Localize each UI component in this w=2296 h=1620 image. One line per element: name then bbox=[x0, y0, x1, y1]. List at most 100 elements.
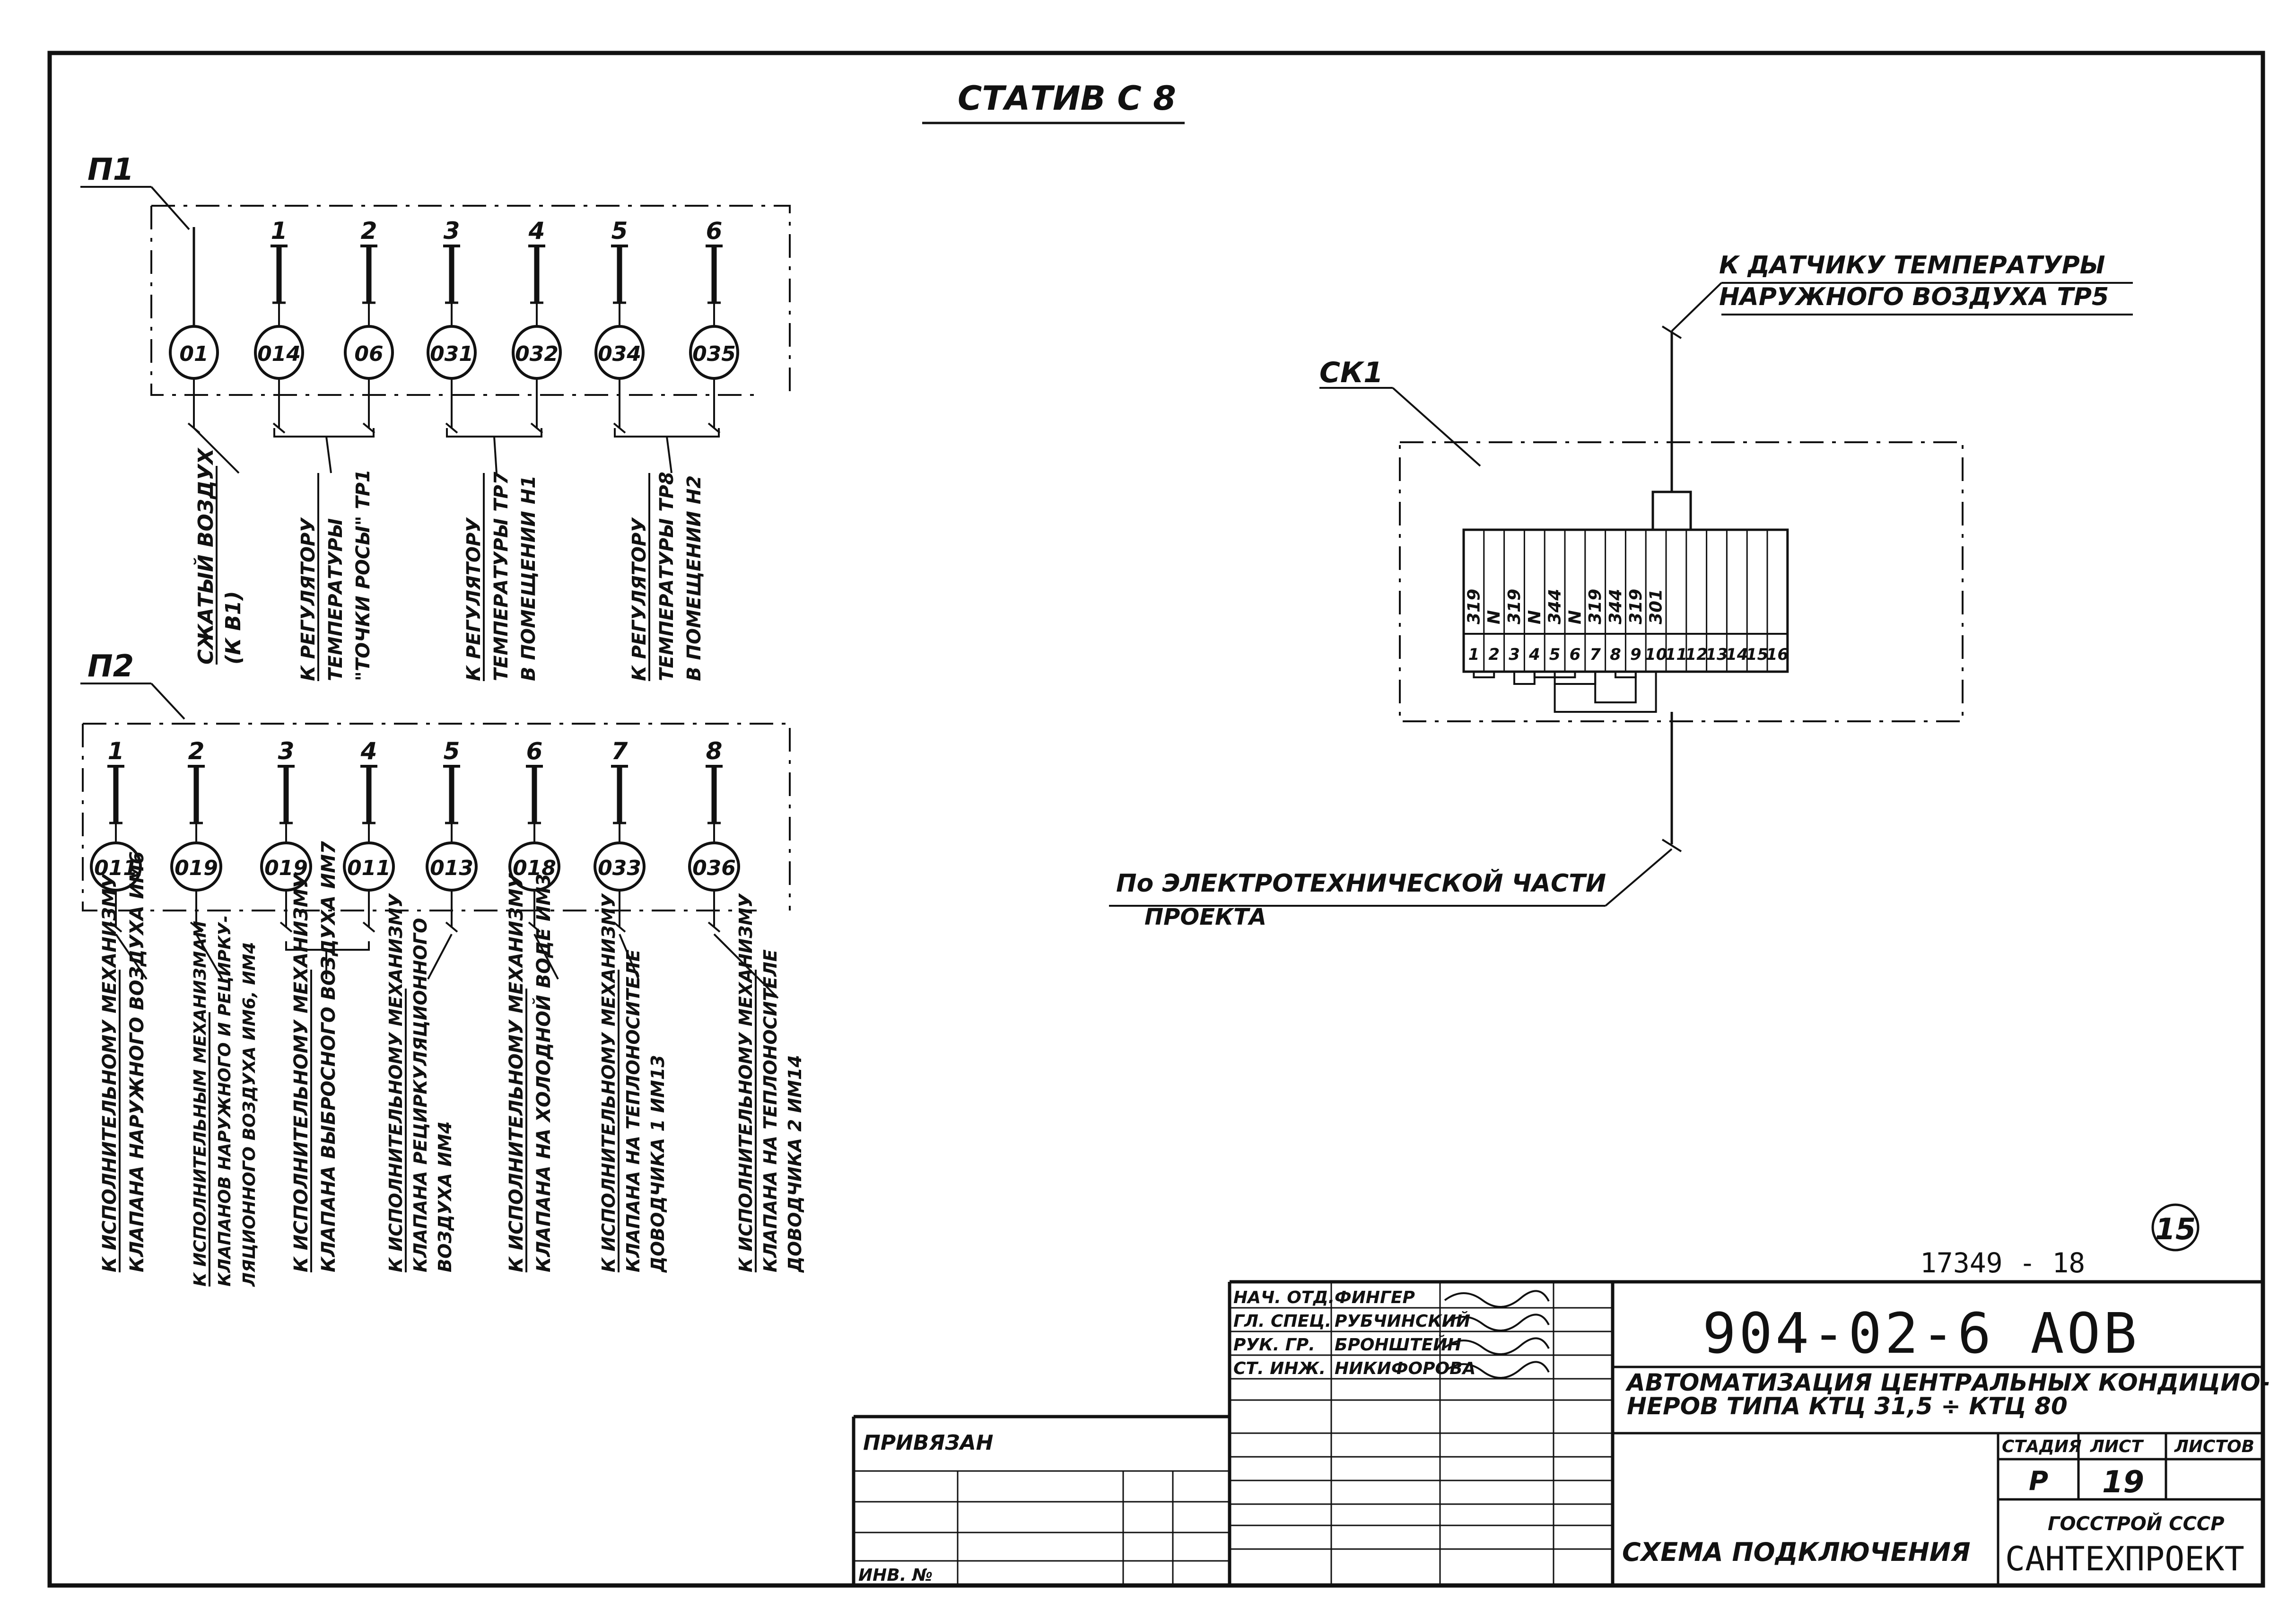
p1-wire-number: 034 bbox=[598, 342, 641, 366]
strip-terminal-number: 13 bbox=[1705, 645, 1728, 664]
panel-p2-outline bbox=[82, 723, 791, 911]
strip-wire-number: N bbox=[1525, 610, 1545, 624]
p1-wire-number: 06 bbox=[354, 342, 383, 366]
p1-wire-number: 031 bbox=[430, 342, 473, 366]
strip-wire-number: N bbox=[1484, 610, 1504, 624]
p1-wire-number: 035 bbox=[692, 342, 736, 366]
strip-terminal-number: 15 bbox=[1746, 645, 1768, 664]
p2-destination-text: КЛАПАНА РЕЦИРКУЛЯЦИОННОГО bbox=[410, 918, 431, 1272]
p2-destination-text: КЛАПАНА НАРУЖНОГО ВОЗДУХА ИМ6 bbox=[126, 851, 148, 1272]
p2-terminal-label: 2 bbox=[188, 737, 205, 765]
p2-destination-text: К ИСПОЛНИТЕЛЬНОМУ МЕХАНИЗМУ bbox=[385, 893, 406, 1272]
strip-terminal-number: 11 bbox=[1665, 645, 1687, 664]
p2-destination-text: К ИСПОЛНИТЕЛЬНОМУ МЕХАНИЗМУ bbox=[506, 873, 527, 1272]
p1-destination-text: К РЕГУЛЯТОРУ bbox=[297, 517, 319, 681]
signature-scribble bbox=[1444, 1361, 1550, 1379]
sheet-mark-circle bbox=[2151, 1203, 2200, 1252]
sensor-label-line2: НАРУЖНОГО ВОЗДУХА ТР5 bbox=[1719, 283, 2109, 311]
p1-terminal-label: 2 bbox=[361, 217, 377, 245]
signature-scribble bbox=[1444, 1314, 1550, 1331]
signature-scribble bbox=[1444, 1290, 1550, 1308]
p2-destination-text: ДОВОДЧИКА 2 ИМ14 bbox=[785, 1055, 805, 1273]
p2-terminal-label: 6 bbox=[526, 737, 543, 765]
panel-p1-label: П1 bbox=[87, 152, 134, 187]
strip-terminal-number: 2 bbox=[1488, 645, 1500, 664]
p1-destination-text: ТЕМПЕРАТУРЫ ТР7 bbox=[490, 472, 512, 681]
drawing-title: СХЕМА ПОДКЛЮЧЕНИЯ bbox=[1622, 1537, 1971, 1567]
p1-destination-text: ТЕМПЕРАТУРЫ ТР8 bbox=[656, 472, 678, 681]
strip-wire-number: 301 bbox=[1647, 589, 1666, 624]
strip-terminal-number: 1 bbox=[1468, 645, 1480, 664]
p2-destination-text: КЛАПАНОВ НАРУЖНОГО И РЕЦИРКУ- bbox=[215, 915, 235, 1287]
privyazan-label: ПРИВЯЗАН bbox=[863, 1431, 993, 1455]
strip-terminal-number: 6 bbox=[1570, 645, 1581, 664]
strip-wire-number: 319 bbox=[1505, 589, 1524, 624]
strip-wire-number: 344 bbox=[1545, 589, 1565, 624]
p2-destination-text: КЛАПАНА НА ХОЛОДНОЙ ВОДЕ ИМ3 bbox=[532, 874, 555, 1272]
stamp-role: СТ. ИНЖ. bbox=[1233, 1359, 1326, 1378]
p2-wire-number: 018 bbox=[513, 856, 556, 880]
p2-destination-text: ДОВОДЧИКА 1 ИМ13 bbox=[647, 1055, 668, 1273]
p2-wire-number: 013 bbox=[430, 856, 473, 880]
sheet-value: 19 bbox=[2102, 1465, 2144, 1500]
stamp-role: РУК. ГР. bbox=[1233, 1335, 1315, 1355]
p1-wire-number: 014 bbox=[257, 342, 301, 366]
p1-wire-number: 032 bbox=[515, 342, 559, 366]
strip-wire-number: 319 bbox=[1626, 589, 1646, 624]
p1-terminal-label: 3 bbox=[444, 217, 460, 245]
strip-terminal-number: 5 bbox=[1549, 645, 1561, 664]
project-title-line1: АВТОМАТИЗАЦИЯ ЦЕНТРАЛЬНЫХ КОНДИЦИО- bbox=[1625, 1369, 2270, 1396]
p2-wire-number: 019 bbox=[175, 856, 218, 880]
box-ck1-outline bbox=[1399, 441, 1964, 722]
strip-wire-number: 319 bbox=[1464, 589, 1484, 624]
strip-terminal-number: 3 bbox=[1509, 645, 1520, 664]
p2-destination-text: К ИСПОЛНИТЕЛЬНОМУ МЕХАНИЗМУ bbox=[99, 873, 121, 1272]
p2-terminal-label: 1 bbox=[108, 737, 124, 765]
strip-terminal-number: 10 bbox=[1645, 645, 1667, 664]
p1-terminal-label: 6 bbox=[706, 217, 723, 245]
strip-wire-number: N bbox=[1565, 610, 1585, 624]
sensor-connector bbox=[1651, 490, 1692, 531]
p2-destination-text: КЛАПАНА НА ТЕПЛОНОСИТЕЛЕ bbox=[760, 949, 781, 1272]
strip-jumper bbox=[1554, 672, 1657, 713]
archive-number: 17349 - 18 bbox=[1920, 1247, 2085, 1279]
p1-destination-text: "ТОЧКИ РОСЫ" ТР1 bbox=[352, 469, 374, 681]
p1-terminal-label: 1 bbox=[271, 217, 288, 245]
p2-wire-number: 019 bbox=[264, 856, 308, 880]
strip-jumper bbox=[1473, 672, 1495, 678]
p2-destination-text: ЛЯЦИОННОГО ВОЗДУХА ИМ6, ИМ4 bbox=[240, 942, 259, 1287]
electro-label-line1: По ЭЛЕКТРОТЕХНИЧЕСКОЙ ЧАСТИ bbox=[1116, 869, 1606, 898]
p2-destination-text: КЛАПАНА ВЫБРОСНОГО ВОЗДУХА ИМ7 bbox=[318, 841, 340, 1272]
signature-scribble bbox=[1444, 1337, 1550, 1355]
p1-destination-text: К РЕГУЛЯТОРУ bbox=[629, 517, 650, 681]
stage-header: СТАДИЯ bbox=[2002, 1437, 2082, 1456]
drawing-frame bbox=[47, 51, 2265, 1588]
p2-wire-number: 036 bbox=[692, 856, 736, 880]
p2-terminal-label: 3 bbox=[278, 737, 295, 765]
strip-terminal-number: 9 bbox=[1630, 645, 1641, 664]
p2-destination-text: КЛАПАНА НА ТЕПЛОНОСИТЕЛЕ bbox=[623, 949, 644, 1272]
p1-destination-text: К РЕГУЛЯТОРУ bbox=[463, 517, 485, 681]
p2-destination-text: ВОЗДУХА ИМ4 bbox=[435, 1121, 455, 1272]
sensor-label-line1: К ДАТЧИКУ ТЕМПЕРАТУРЫ bbox=[1719, 251, 2105, 280]
inventory-number-label: ИНВ. № bbox=[858, 1566, 933, 1585]
strip-terminal-number: 16 bbox=[1766, 645, 1789, 664]
p2-destination-text: К ИСПОЛНИТЕЛЬНЫМ МЕХАНИЗМАМ bbox=[191, 921, 210, 1287]
strip-jumper bbox=[1513, 672, 1536, 685]
stamp-role: НАЧ. ОТД. bbox=[1233, 1288, 1335, 1307]
p1-terminal-label: 5 bbox=[611, 217, 628, 245]
p1-destination-text: В ПОМЕЩЕНИИ Н2 bbox=[683, 475, 705, 681]
sheets-header: ЛИСТОВ bbox=[2174, 1437, 2254, 1456]
p2-terminal-label: 5 bbox=[444, 737, 460, 765]
p1-destination-text: ТЕМПЕРАТУРЫ bbox=[325, 518, 347, 681]
panel-p1-outline bbox=[150, 205, 791, 396]
junction-box-ck1: К ДАТЧИКУ ТЕМПЕРАТУРЫ НАРУЖНОГО ВОЗДУХА … bbox=[1109, 251, 2133, 930]
strip-jumper bbox=[1594, 672, 1637, 703]
stamp-name: НИКИФОРОВА bbox=[1335, 1359, 1475, 1378]
electro-label-line2: ПРОЕКТА bbox=[1144, 904, 1266, 930]
p1-wire-number: 01 bbox=[179, 342, 208, 366]
